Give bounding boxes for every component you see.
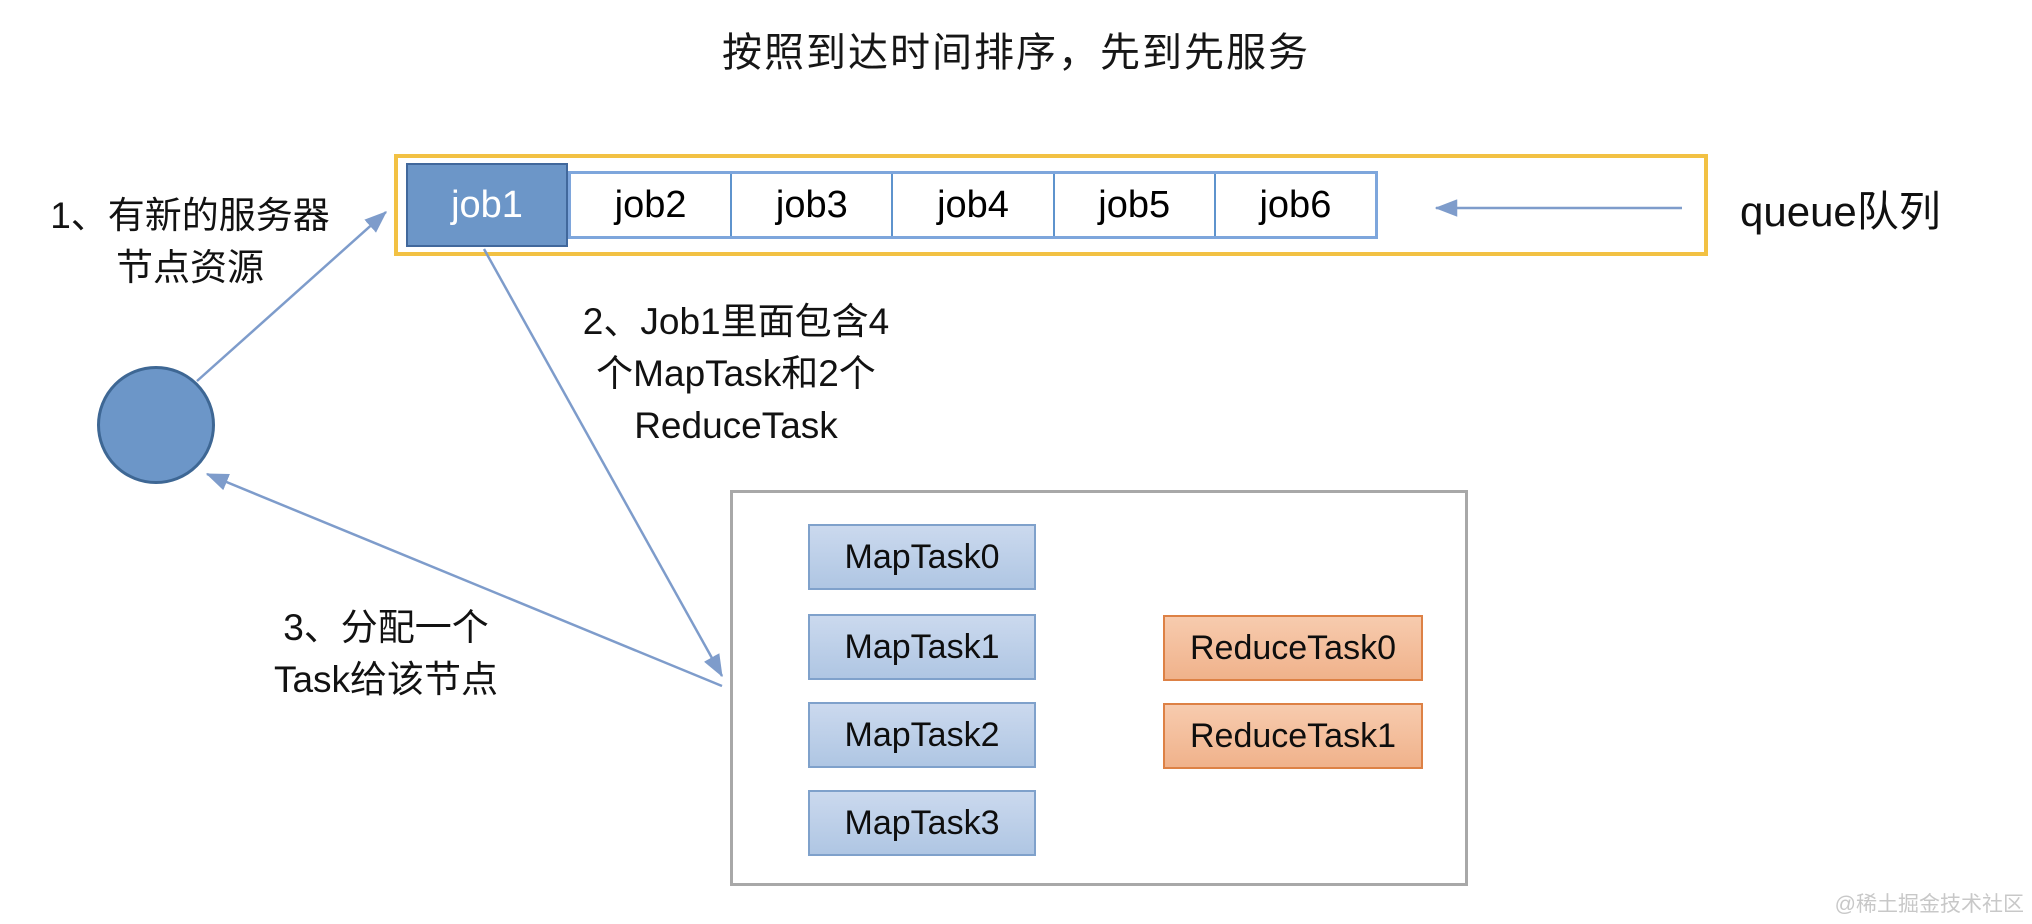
step-3-label: 3、分配一个 Task给该节点 [206,602,566,706]
step-2-line: 个MapTask和2个 [596,353,876,394]
step-1-label: 1、有新的服务器 节点资源 [15,190,365,294]
server-node-circle [97,366,215,484]
queue-row: job2 job3 job4 job5 job6 [568,171,1378,239]
queue-cell: job4 [891,174,1052,236]
task-container-box: MapTask0 MapTask1 MapTask2 MapTask3 Redu… [730,490,1468,886]
page-title: 按照到达时间排序，先到先服务 [722,31,1310,75]
step-1-line: 节点资源 [116,247,264,288]
map-task-box: MapTask0 [808,524,1036,590]
map-task-box: MapTask1 [808,614,1036,680]
step-3-line: 3、分配一个 [283,607,489,648]
step-2-line: ReduceTask [634,405,838,446]
watermark: @稀土掘金技术社区 [1834,893,2024,916]
queue-cell: job6 [1213,174,1375,236]
step-1-line: 1、有新的服务器 [50,195,330,236]
queue-label: queue队列 [1740,188,1941,235]
step-2-line: 2、Job1里面包含4 [582,301,890,342]
queue-cell-job1-active: job1 [406,163,568,247]
step-2-label: 2、Job1里面包含4 个MapTask和2个 ReduceTask [546,296,926,452]
reduce-task-box: ReduceTask0 [1163,615,1423,681]
map-task-box: MapTask2 [808,702,1036,768]
queue-cell: job5 [1052,174,1214,236]
step-3-line: Task给该节点 [273,659,499,700]
reduce-task-box: ReduceTask1 [1163,703,1423,769]
queue-cell: job2 [614,183,687,226]
map-task-box: MapTask3 [808,790,1036,856]
queue-cell: job3 [730,174,891,236]
